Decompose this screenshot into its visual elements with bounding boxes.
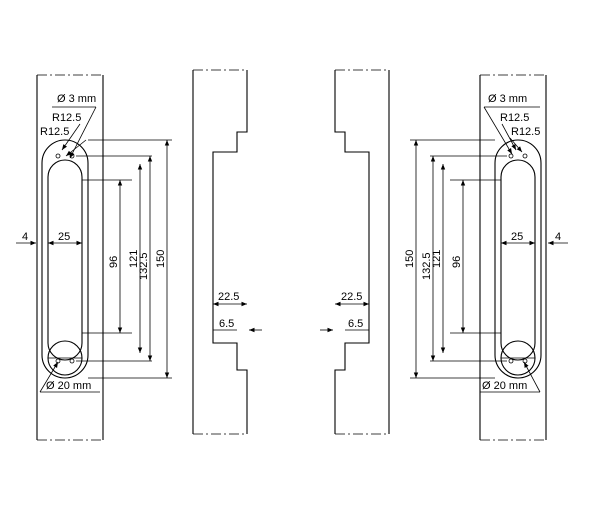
hole-dia-label-right: Ø 3 mm [488, 93, 527, 105]
right-front-view [410, 74, 568, 441]
radius-label-left-2: R12.5 [40, 126, 69, 138]
width-label-right: 25 [511, 231, 523, 243]
len-121-label-left: 121 [128, 250, 140, 268]
right-side-view [320, 69, 390, 435]
pin-dia-label-right: Ø 20 mm [482, 380, 527, 392]
inner-slot-outline [47, 159, 83, 361]
offset-label-right: 4 [555, 231, 561, 243]
left-side-view [192, 69, 262, 435]
left-front-view [16, 74, 172, 441]
width-label-left: 25 [58, 231, 70, 243]
len-96-label-left: 96 [108, 256, 120, 268]
len-150-label-left: 150 [155, 250, 167, 268]
radius-label-right-2: R12.5 [511, 126, 540, 138]
radius-label-left-1: R12.5 [52, 112, 81, 124]
hole-dia-label-left: Ø 3 mm [57, 93, 96, 105]
len-121-label-right: 121 [431, 250, 443, 268]
radius-label-right-1: R12.5 [500, 112, 529, 124]
step-label-left: 6.5 [219, 318, 234, 330]
len-132-5-label-left: 132.5 [138, 252, 150, 280]
depth-label-left: 22.5 [218, 291, 239, 303]
outer-pocket-outline [41, 139, 89, 379]
pin-dia-label-left: Ø 20 mm [46, 380, 91, 392]
depth-label-right: 22.5 [341, 291, 362, 303]
offset-label-left: 4 [22, 231, 28, 243]
len-132-5-label-right: 132.5 [421, 252, 433, 280]
len-150-label-right: 150 [404, 250, 416, 268]
len-96-label-right: 96 [451, 256, 463, 268]
step-label-right: 6.5 [348, 318, 363, 330]
